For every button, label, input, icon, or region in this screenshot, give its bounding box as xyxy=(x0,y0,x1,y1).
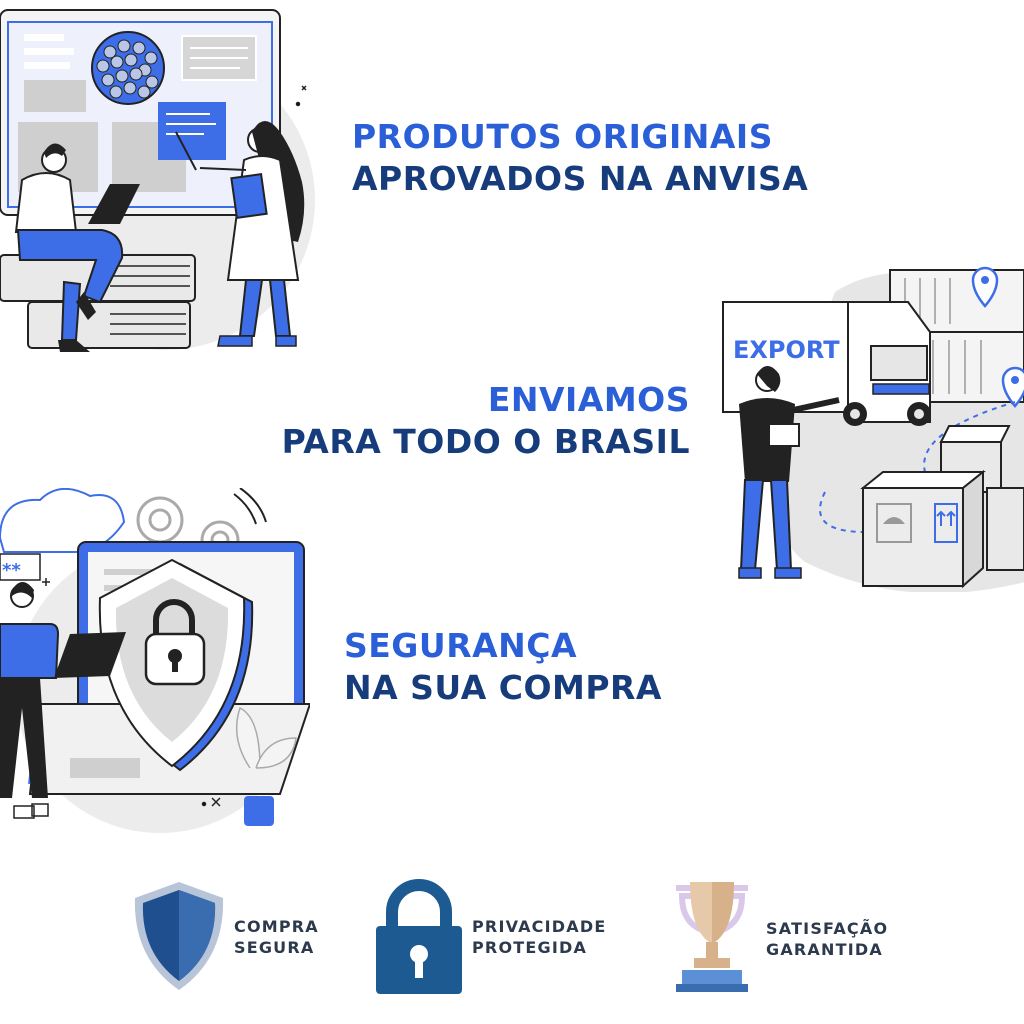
badge-line: COMPRA xyxy=(234,917,319,936)
badge-compra-segura: COMPRA SEGURA xyxy=(234,916,319,958)
padlock-icon xyxy=(376,879,462,994)
headline-line: ENVIAMOS xyxy=(487,380,690,419)
shield-icon xyxy=(134,882,224,990)
badge-line: SATISFAÇÃO xyxy=(766,919,889,938)
headline-shipping: ENVIAMOS PARA TODO O BRASIL xyxy=(282,379,690,463)
lab-illustration xyxy=(0,9,315,352)
truck-export-label: EXPORT xyxy=(733,336,840,364)
badge-line: SEGURA xyxy=(234,938,315,957)
headline-line: NA SUA COMPRA xyxy=(344,668,662,707)
badge-privacidade-protegida: PRIVACIDADE PROTEGIDA xyxy=(472,916,606,958)
trophy-icon xyxy=(676,882,748,992)
badge-line: PRIVACIDADE xyxy=(472,917,607,936)
headline-security: SEGURANÇA NA SUA COMPRA xyxy=(344,625,662,709)
badge-line: PROTEGIDA xyxy=(472,938,588,957)
headline-line: PRODUTOS ORIGINAIS xyxy=(352,117,773,156)
badge-line: GARANTIDA xyxy=(766,940,883,959)
security-illustration: ** xyxy=(0,488,310,833)
headline-original-products: PRODUTOS ORIGINAIS APROVADOS NA ANVISA xyxy=(352,116,808,200)
headline-line: SEGURANÇA xyxy=(344,626,578,665)
password-mask-text: ** xyxy=(2,560,21,581)
badge-satisfacao-garantida: SATISFAÇÃO GARANTIDA xyxy=(766,918,888,960)
headline-line: PARA TODO O BRASIL xyxy=(281,422,690,461)
headline-line: APROVADOS NA ANVISA xyxy=(352,159,809,198)
trust-badges: COMPRA SEGURA PRIVACIDADE PROTEGIDA SATI… xyxy=(0,860,1024,1024)
delivery-illustration: EXPORT xyxy=(722,266,1024,592)
